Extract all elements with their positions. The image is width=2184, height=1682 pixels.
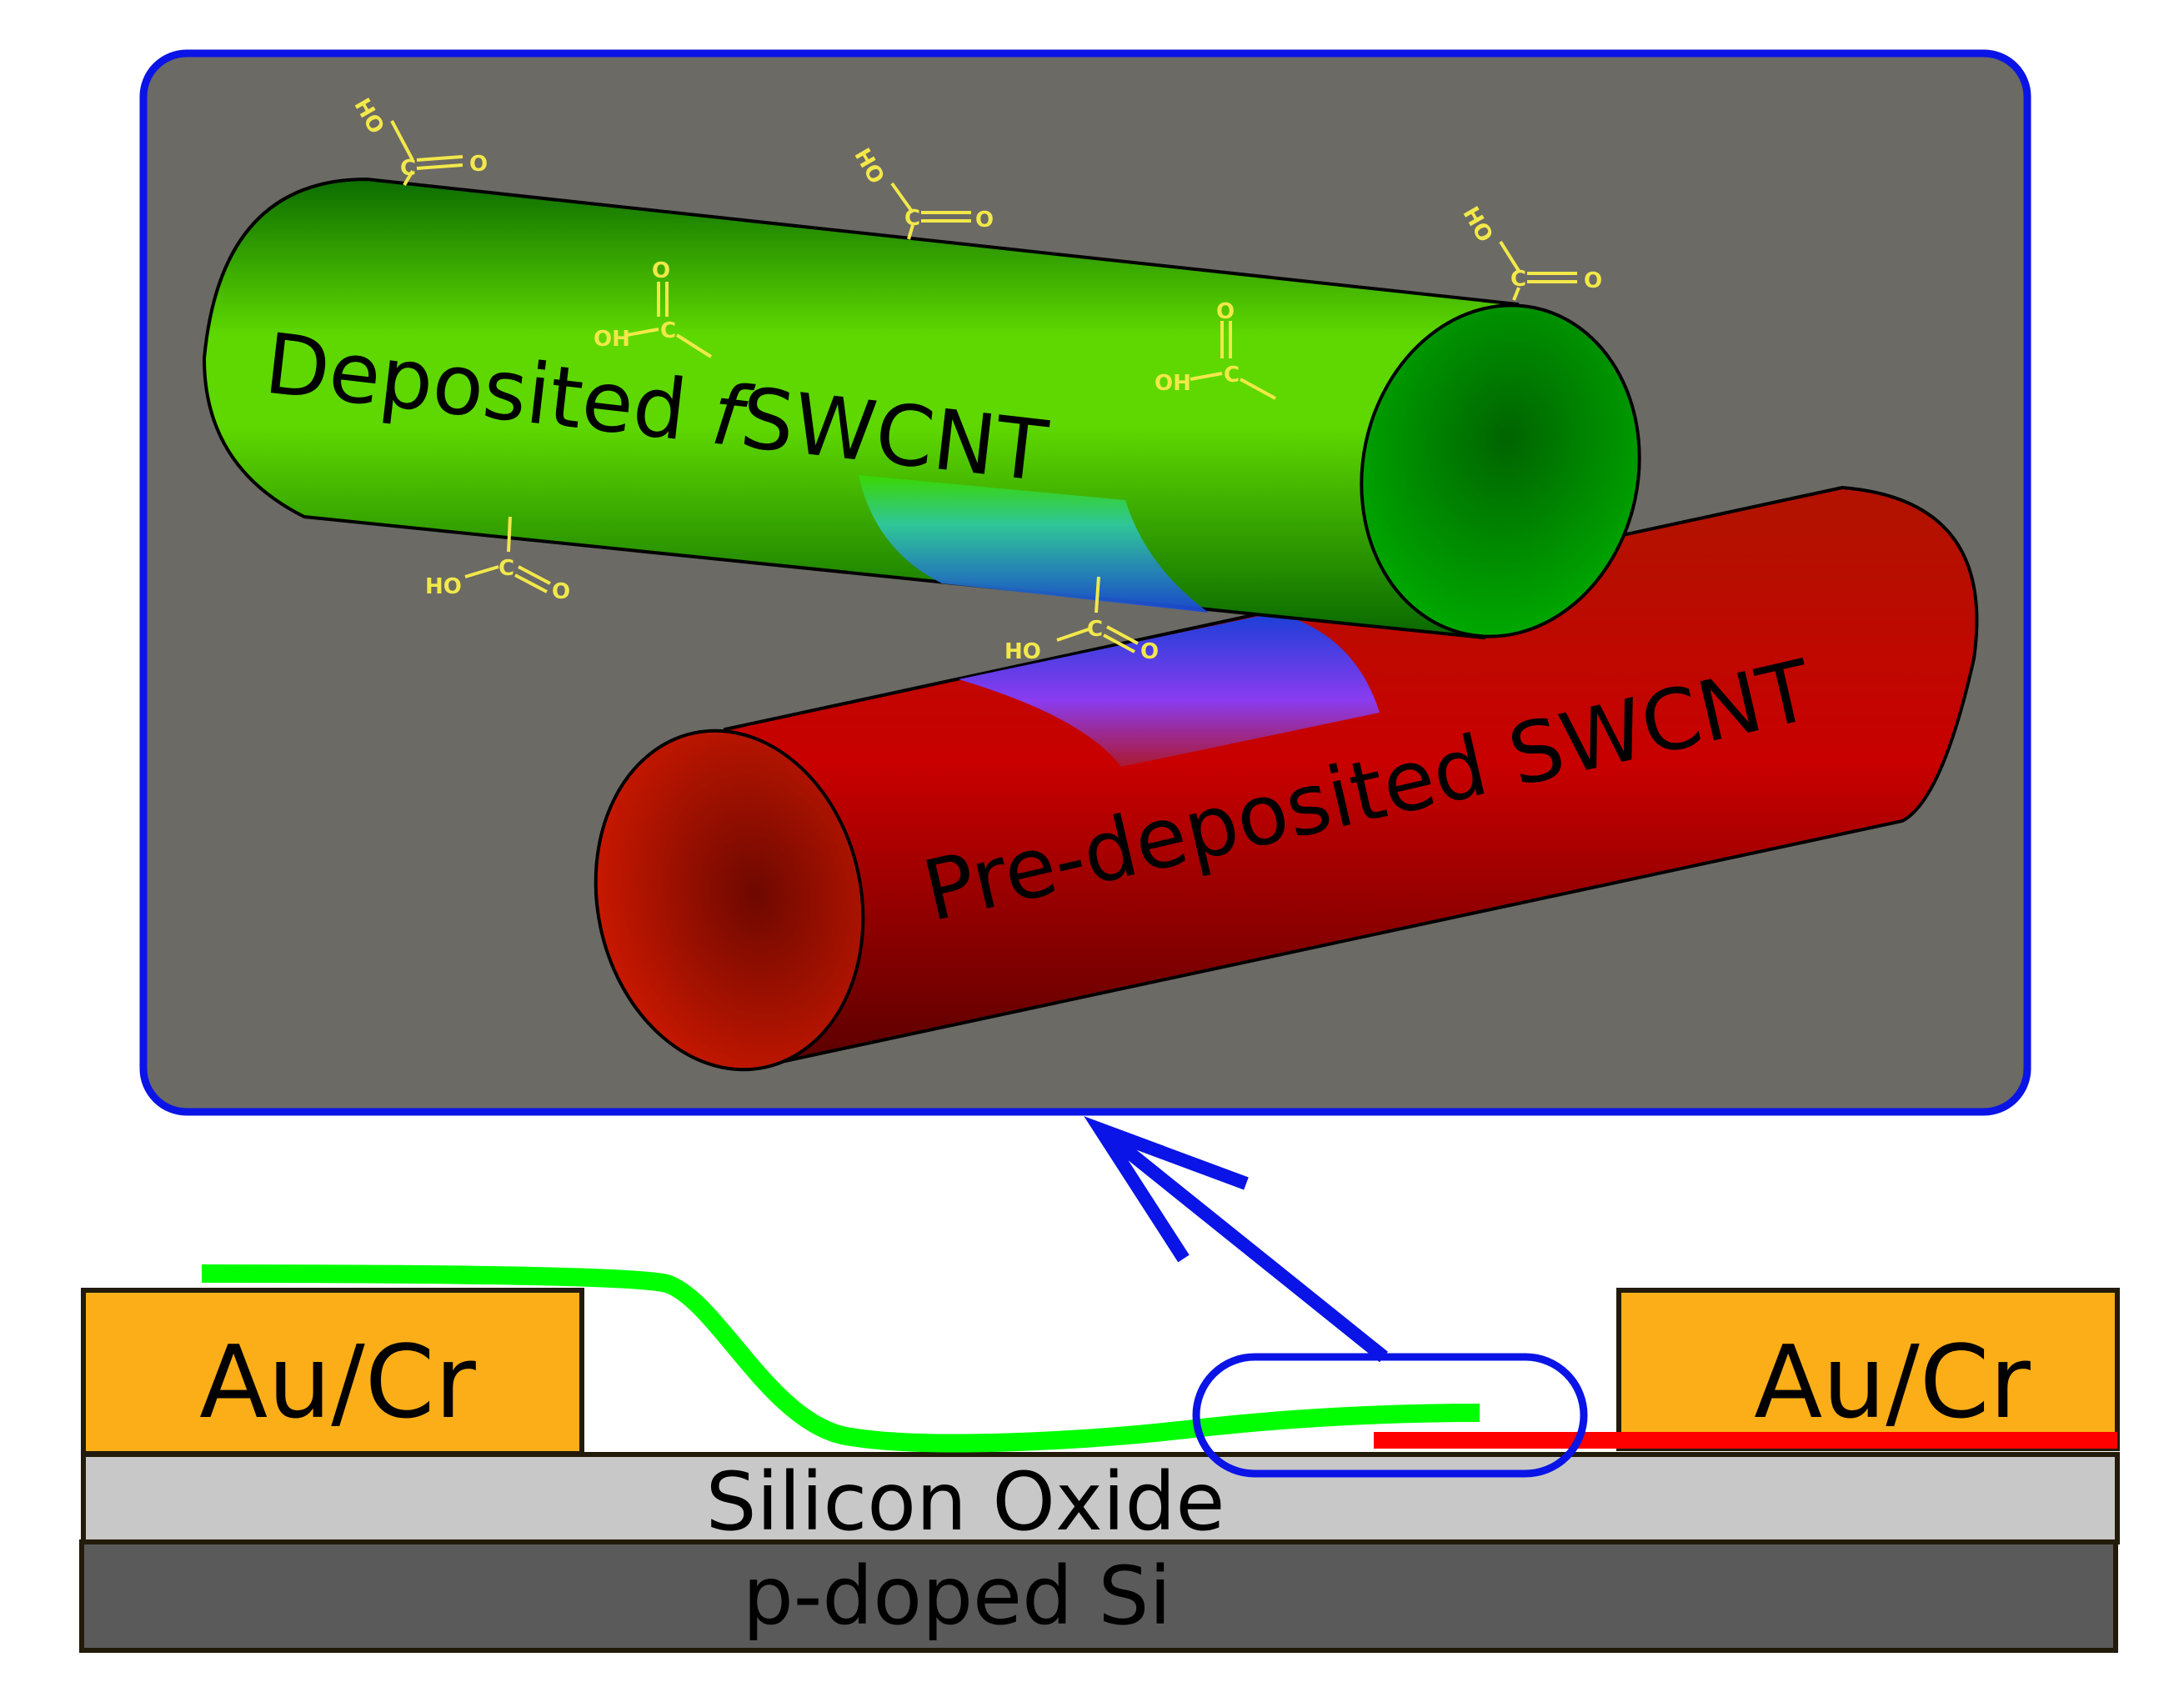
- oxide-layer: [81, 1452, 2120, 1544]
- carboxyl-o-label: O: [552, 579, 570, 604]
- predeposited-tube-body: [723, 485, 1979, 1071]
- carboxyl-c-label: C: [660, 318, 676, 343]
- substrate-layer: [79, 1539, 2118, 1653]
- carboxyl-group-7: HO C O: [1004, 576, 1159, 664]
- carboxyl-ho-label: OH: [1155, 371, 1191, 396]
- contact-highlight: [1192, 1353, 1588, 1478]
- carboxyl-ho-label: HO: [1004, 639, 1041, 664]
- zoom-arrow-shaft: [1095, 1124, 1389, 1363]
- carboxyl-o-label: O: [469, 152, 488, 177]
- carboxyl-o-label: O: [1584, 268, 1602, 293]
- carboxyl-o-label: O: [1140, 639, 1159, 664]
- carboxyl-c-label: C: [498, 556, 514, 581]
- left-electrode-label: Au/Cr: [199, 1325, 476, 1441]
- carboxyl-c-label: C: [904, 206, 920, 231]
- predeposited-tube-end-cap: [594, 728, 865, 1072]
- device-cross-section: p-doped Si Silicon Oxide Au/Cr Au/Cr: [79, 1264, 2120, 1653]
- carboxyl-group-5: O OH C: [1155, 299, 1276, 400]
- carboxyl-o-label: O: [1216, 299, 1235, 324]
- left-electrode: [81, 1288, 584, 1456]
- deposited-fswcnt-line: [201, 1264, 1480, 1453]
- inset-panel: Deposited fSWCNT Pre-deposited SWCNT HO …: [139, 49, 2031, 1116]
- carboxyl-group-4: O OH C: [594, 258, 713, 358]
- zoom-arrow: [1084, 1116, 1389, 1363]
- carboxyl-group-6: HO C O: [425, 516, 570, 604]
- deposited-tube-body: [202, 177, 1520, 640]
- predeposited-contact-region: [959, 613, 1380, 767]
- deposited-fswcnt-tube: [202, 177, 1641, 640]
- carboxyl-c-label: C: [1510, 267, 1526, 292]
- deposited-contact-region: [859, 475, 1209, 613]
- substrate-label: p-doped Si: [743, 1549, 1171, 1643]
- predeposited-swcnt-tube: [594, 485, 1979, 1072]
- carboxyl-o-label: O: [975, 208, 994, 233]
- deposited-tube-end-cap: [1360, 303, 1641, 638]
- carboxyl-c-label: C: [1224, 363, 1240, 388]
- oxide-label: Silicon Oxide: [706, 1455, 1225, 1549]
- zoom-arrow-head: [1084, 1116, 1249, 1263]
- right-electrode: [1616, 1288, 2120, 1451]
- carboxyl-c-label: C: [1087, 617, 1103, 642]
- right-electrode-label: Au/Cr: [1754, 1325, 2031, 1441]
- carboxyl-o-label: O: [652, 258, 670, 283]
- carboxyl-ho-label: OH: [594, 327, 630, 352]
- carboxyl-c-label: C: [400, 156, 416, 181]
- carboxyl-ho-label: HO: [425, 574, 462, 599]
